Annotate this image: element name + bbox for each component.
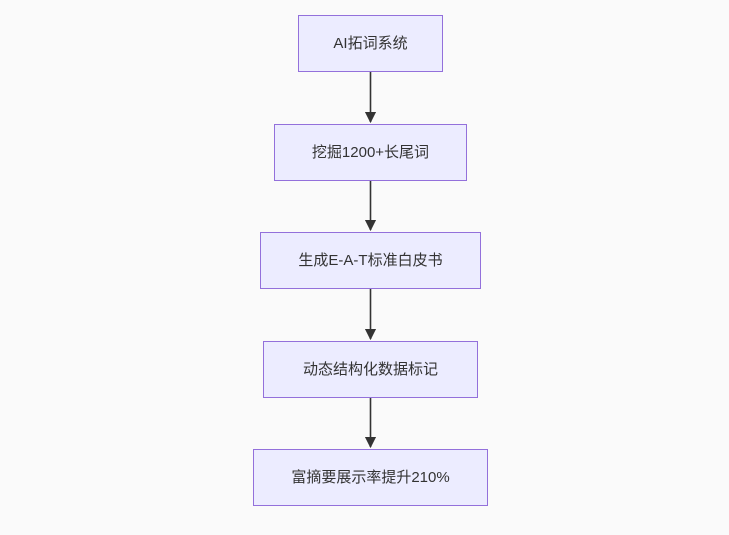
flow-node-label: 挖掘1200+长尾词 (311, 143, 430, 161)
flow-node-longtail-mining: 挖掘1200+长尾词 (274, 124, 467, 181)
flow-node-structured-data: 动态结构化数据标记 (263, 341, 478, 398)
flow-node-label: 动态结构化数据标记 (302, 360, 438, 378)
flow-node-label: 富摘要展示率提升210% (291, 468, 450, 486)
flow-node-eat-whitepaper: 生成E-A-T标准白皮书 (260, 232, 481, 289)
flow-node-label: 生成E-A-T标准白皮书 (298, 251, 443, 269)
flow-node-rich-snippet-result: 富摘要展示率提升210% (253, 449, 488, 506)
flow-node-ai-keyword-system: AI拓词系统 (298, 15, 443, 72)
flow-node-label: AI拓词系统 (333, 34, 408, 52)
